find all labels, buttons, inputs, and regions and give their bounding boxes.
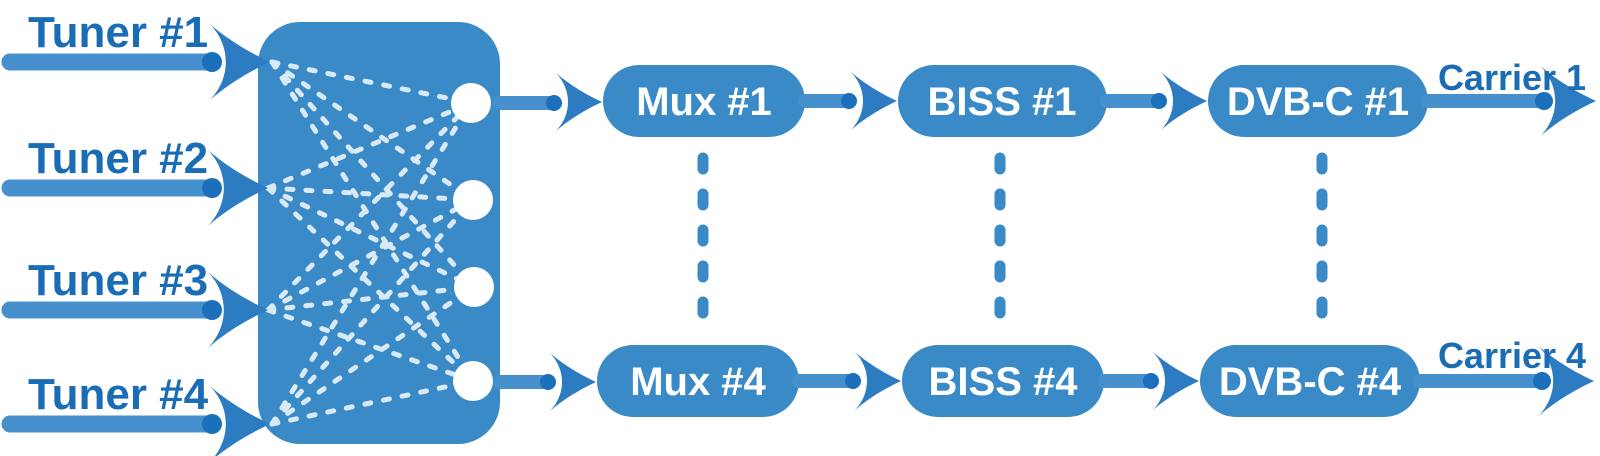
- arrow-head-icon: [851, 72, 897, 130]
- mux-4-block: [597, 345, 799, 417]
- carrier-1-arrow-dot: [1535, 92, 1553, 110]
- mesh-link: [269, 197, 476, 427]
- mux-1-label: Mux #1: [636, 80, 772, 124]
- mesh-link: [265, 307, 476, 384]
- tuner-2-label: Tuner #2: [28, 134, 208, 183]
- connector-dot: [845, 373, 861, 389]
- output-node-1: [451, 83, 491, 123]
- carrier-4-label: Carrier 4: [1438, 335, 1586, 376]
- output-node-3: [454, 267, 494, 307]
- tuner-2-arrow-dot: [202, 178, 222, 198]
- arrow-head-icon: [855, 352, 901, 410]
- output-node-4: [453, 361, 493, 401]
- biss-1-block: [898, 65, 1107, 137]
- connector-dot: [540, 374, 556, 390]
- chain-row-1: Mux #1 BISS #1 DVB-C #1 Carrier 1: [493, 57, 1596, 137]
- biss-4-block: [902, 345, 1104, 417]
- mesh-link: [265, 197, 476, 313]
- arrow-head-icon: [556, 73, 602, 131]
- dvbc-1-label: DVB-C #1: [1227, 80, 1409, 124]
- tuner-1-label: Tuner #1: [28, 8, 208, 57]
- mesh-link: [265, 185, 476, 384]
- chain-row-4: Mux #4 BISS #4 DVB-C #4 Carrier 4: [493, 335, 1594, 417]
- row-ellipsis: [697, 152, 1328, 324]
- connector-dot: [546, 95, 562, 111]
- tuner-4-label: Tuner #4: [28, 370, 209, 419]
- switch-matrix: [258, 22, 500, 444]
- dvbc-1-block: [1208, 65, 1428, 137]
- tuner-3-arrow-dot: [202, 300, 222, 320]
- mesh-link: [269, 59, 476, 203]
- output-node-2: [453, 180, 493, 220]
- dvbc-4-label: DVB-C #4: [1219, 360, 1402, 404]
- tuner-input-3: Tuner #3: [1, 256, 268, 348]
- connector-dot: [1151, 93, 1167, 109]
- carrier-1-label: Carrier 1: [1438, 57, 1586, 98]
- mesh-link: [265, 185, 476, 203]
- connector-dot: [841, 93, 857, 109]
- carrier-4-arrow-dot: [1533, 372, 1551, 390]
- tuner-input-4: Tuner #4: [1, 370, 270, 456]
- mesh-link: [265, 100, 474, 191]
- crossbar-mesh: [265, 59, 477, 427]
- mesh-link: [269, 59, 476, 384]
- mesh-link: [265, 185, 477, 290]
- connector-dot: [1143, 373, 1159, 389]
- arrow-head-icon: [1161, 72, 1207, 130]
- mesh-link: [269, 100, 474, 427]
- switch-matrix-box: [258, 22, 500, 444]
- mux-1-block: [603, 65, 805, 137]
- arrow-head-icon: [1153, 352, 1199, 410]
- tuner-3-label: Tuner #3: [28, 256, 208, 305]
- mesh-link: [269, 59, 477, 290]
- biss-4-label: BISS #4: [929, 360, 1079, 404]
- mux-4-label: Mux #4: [630, 360, 766, 404]
- biss-1-label: BISS #1: [928, 80, 1077, 124]
- arrow-head-icon: [550, 353, 596, 411]
- tuner-4-arrow-dot: [202, 414, 222, 434]
- mesh-link: [265, 284, 477, 313]
- tuner-1-arrow-dot: [202, 52, 222, 72]
- mesh-link: [269, 59, 474, 106]
- mesh-link: [269, 378, 476, 427]
- mesh-link: [269, 284, 477, 427]
- dvbc-4-block: [1200, 345, 1420, 417]
- tuner-input-1: Tuner #1: [1, 8, 270, 100]
- tuner-input-2: Tuner #2: [1, 134, 268, 226]
